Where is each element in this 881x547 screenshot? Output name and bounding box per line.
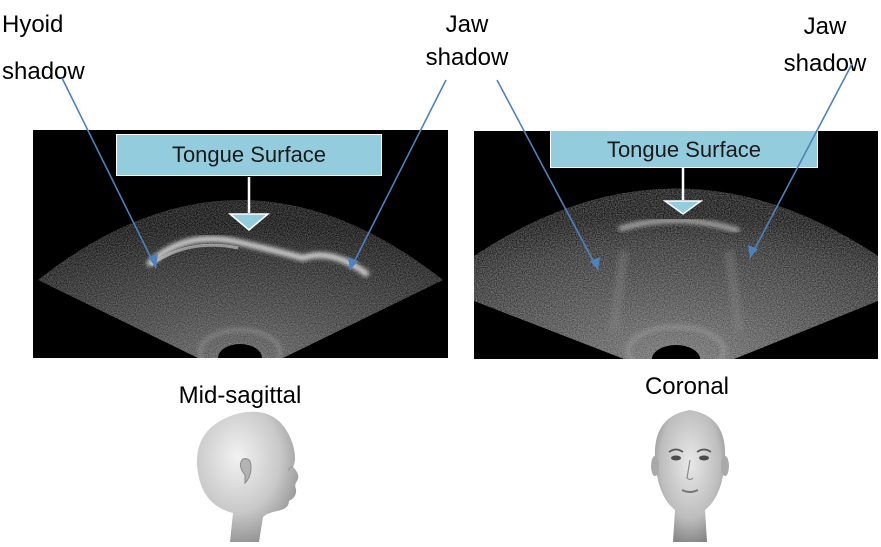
jaw-shadow-arrow-right-image: [750, 64, 852, 258]
head-front-view-icon: [645, 398, 735, 542]
coronal-label: Coronal: [587, 372, 787, 396]
tongue-pointer-left: [230, 177, 268, 230]
hyoid-shadow-arrow: [62, 78, 156, 268]
tongue-pointer-right: [665, 168, 701, 214]
head-side-profile-icon: [185, 405, 315, 542]
jaw-shadow-arrow-center: [497, 80, 598, 270]
jaw-shadow-arrow-left-image: [350, 80, 446, 270]
coronal-label-text: Coronal: [645, 373, 729, 396]
